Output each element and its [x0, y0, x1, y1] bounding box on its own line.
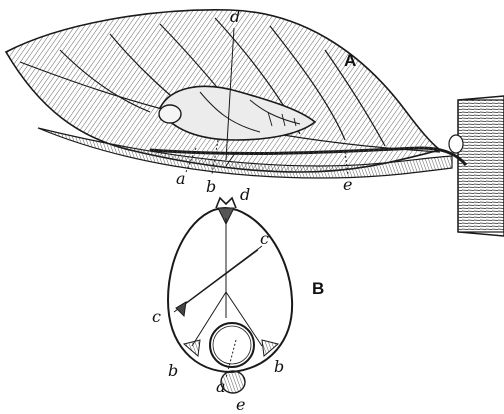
panel-label-a: A — [344, 51, 356, 70]
label-a-b: b — [206, 177, 216, 196]
inner-circle — [210, 323, 254, 367]
label-a-d: d — [230, 7, 240, 26]
label-b-b-right: b — [274, 357, 284, 376]
label-b-a: a — [216, 377, 226, 396]
figure-a: d a b e A — [6, 7, 504, 236]
label-b-d: d — [240, 185, 250, 204]
top-notch-icon — [216, 198, 236, 208]
figure-b: d c c b b a e B — [152, 185, 324, 414]
label-b-c-top: c — [260, 229, 269, 248]
bud-icon — [449, 135, 463, 153]
label-a-e: e — [343, 175, 352, 194]
label-b-b-left: b — [168, 361, 178, 380]
label-b-e: e — [236, 395, 245, 414]
label-b-c-left: c — [152, 307, 161, 326]
branch — [449, 96, 504, 236]
panel-label-b: B — [312, 279, 324, 298]
label-a-a: a — [176, 169, 186, 188]
